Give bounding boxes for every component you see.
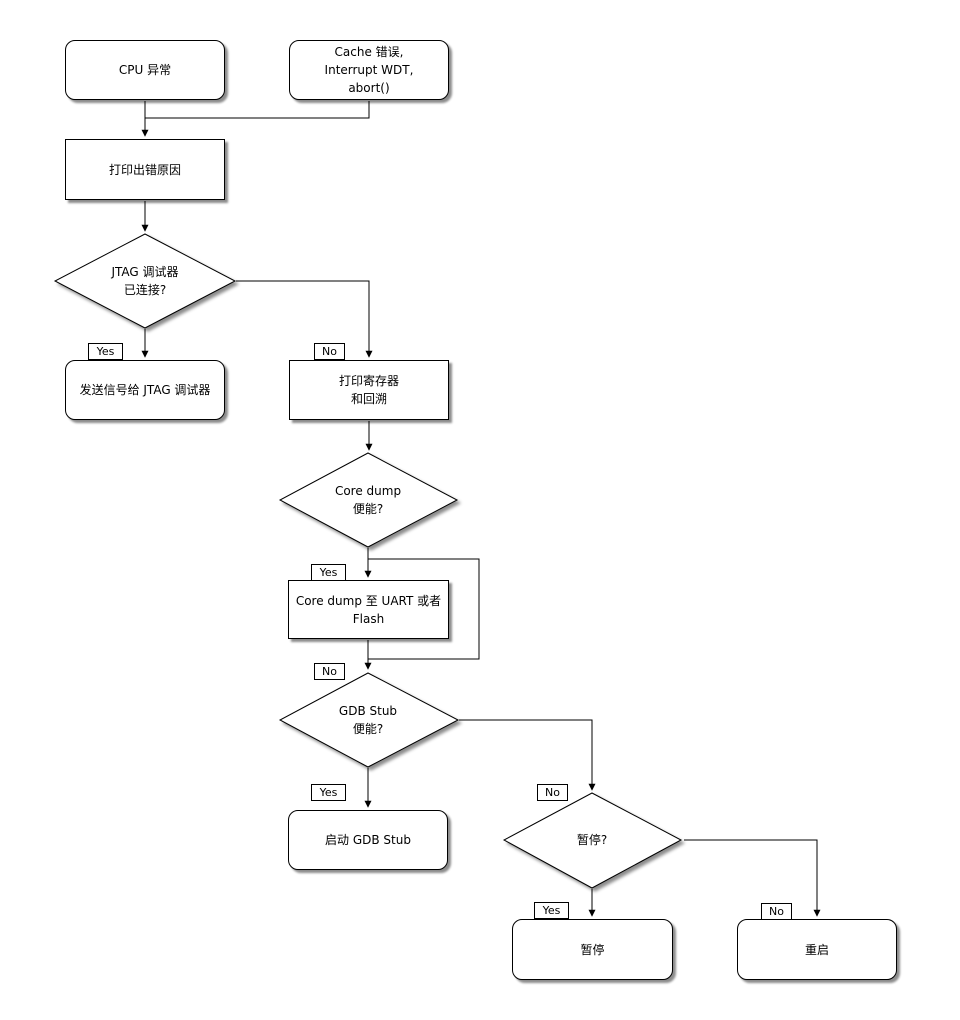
edge-jtag-no-to-print-registers	[236, 280, 373, 358]
node-cache-error: Cache 错误, Interrupt WDT, abort()	[289, 40, 449, 100]
edge-label-jtag-no: No	[314, 343, 345, 360]
node-coredump-out: Core dump 至 UART 或者 Flash	[288, 580, 449, 639]
node-print-registers: 打印寄存器 和回溯	[289, 360, 449, 420]
edge-label-jtag-yes: Yes	[88, 343, 123, 360]
edge-label-coredump-yes: Yes	[311, 564, 346, 581]
node-cache-error-label: Cache 错误, Interrupt WDT, abort()	[324, 45, 414, 95]
node-coredump-out-label: Core dump 至 UART 或者 Flash	[295, 593, 442, 626]
node-start-gdb-stub-label: 启动 GDB Stub	[325, 833, 411, 847]
diamond-halt-question	[502, 792, 683, 889]
diamond-jtag-connected	[53, 233, 237, 329]
node-print-reason-label: 打印出错原因	[108, 162, 181, 177]
edge-cache-merge	[145, 101, 370, 119]
edge-label-coredump-no: No	[314, 663, 345, 680]
node-print-registers-label: 打印寄存器 和回溯	[338, 374, 399, 406]
node-reboot: 重启	[737, 919, 897, 980]
diamond-gdb-stub-enabled	[278, 672, 460, 768]
node-send-signal-label: 发送信号给 JTAG 调试器	[79, 383, 211, 397]
node-halt-label: 暂停	[580, 942, 605, 957]
edge-gdb-no-to-halt-question	[459, 719, 596, 791]
node-start-gdb-stub: 启动 GDB Stub	[288, 810, 448, 870]
node-reboot-label: 重启	[804, 942, 829, 957]
diamond-coredump-enabled	[278, 452, 459, 548]
node-send-signal: 发送信号给 JTAG 调试器	[65, 360, 225, 420]
edge-halt-no-to-reboot	[684, 839, 821, 917]
edge-label-gdb-yes: Yes	[311, 784, 346, 801]
node-cpu-exception: CPU 异常	[65, 40, 225, 100]
node-print-reason: 打印出错原因	[65, 139, 225, 200]
edge-coredump-no-bypass	[368, 558, 480, 660]
node-halt: 暂停	[512, 919, 673, 980]
edge-label-gdb-no: No	[537, 784, 568, 801]
edge-label-halt-yes: Yes	[534, 902, 569, 919]
node-cpu-exception-label: CPU 异常	[118, 63, 172, 77]
edge-label-halt-no: No	[761, 903, 792, 920]
